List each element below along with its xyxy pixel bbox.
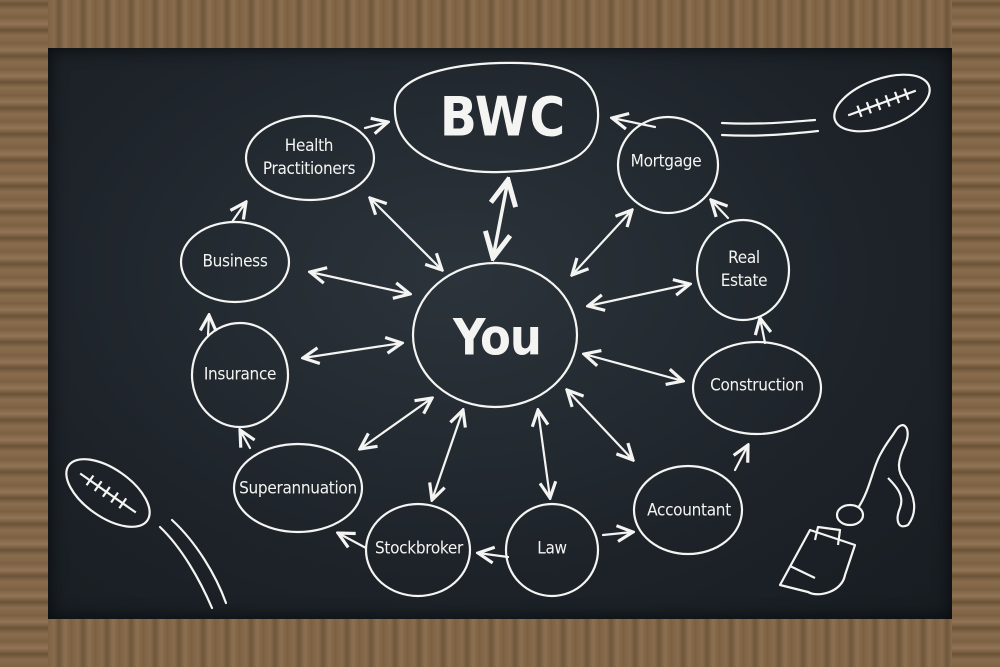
- real-estate-line2: Estate: [720, 271, 768, 291]
- stockbroker-label: Stockbroker: [375, 538, 463, 559]
- superannuation-label: Superannuation: [239, 478, 357, 499]
- you-label: You: [453, 308, 542, 367]
- stockbroker-bubble: [364, 502, 472, 598]
- business-label: Business: [202, 251, 268, 272]
- football-icon: [833, 73, 931, 133]
- real-estate-label: Real Estate: [721, 247, 768, 293]
- construction-label: Construction: [710, 375, 804, 396]
- construction-bubble: [691, 340, 823, 436]
- accountant-label: Accountant: [647, 500, 731, 521]
- bwc-label: BWC: [439, 85, 567, 149]
- health-bubble: [244, 114, 376, 202]
- accountant-bubble: [632, 464, 744, 556]
- mortgage-bubble: [616, 115, 720, 215]
- insurance-label: Insurance: [203, 364, 277, 385]
- football-icon: [65, 458, 151, 528]
- frame-left: [0, 0, 48, 667]
- health-practitioners-label: Health Practitioners: [262, 135, 356, 181]
- whistle-icon: [778, 424, 916, 596]
- health-label-line1: Health: [284, 136, 334, 157]
- mortgage-label: Mortgage: [630, 151, 702, 172]
- slate-surface: [48, 48, 952, 619]
- frame-right: [952, 0, 1000, 667]
- health-label-line2: Practitioners: [262, 159, 356, 179]
- business-bubble: [179, 220, 291, 304]
- law-bubble: [504, 502, 600, 598]
- superannuation-bubble: [232, 442, 364, 534]
- law-label: Law: [537, 538, 567, 559]
- real-estate-line1: Real: [728, 248, 760, 269]
- realestate-bubble: [695, 218, 791, 322]
- bwc-bubble: [393, 61, 600, 174]
